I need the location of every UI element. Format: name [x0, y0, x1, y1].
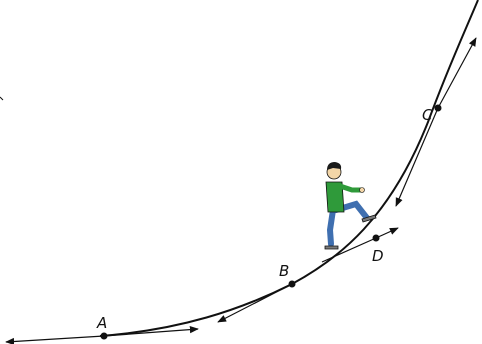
- tangent-arrow-d: [375, 227, 399, 239]
- person-climbing-icon: [324, 162, 377, 250]
- point-d-dot: [372, 234, 380, 242]
- point-b-dot: [288, 280, 296, 288]
- tangent-arrow-c-down: [395, 107, 439, 207]
- tangent-arrow-b: [217, 283, 293, 323]
- point-c-dot: [434, 104, 442, 112]
- tangent-arrow-c-up: [437, 37, 477, 109]
- tangent-arrow-a-left: [5, 335, 105, 344]
- tangent-line-d-tail: [321, 237, 377, 263]
- point-a-dot: [100, 332, 108, 340]
- point-d-label: D: [372, 247, 384, 265]
- edge-tick-mark: [0, 96, 4, 101]
- point-a-label: A: [96, 314, 107, 332]
- hill-curve: [99, 0, 479, 337]
- tangent-arrow-a-right: [103, 326, 199, 337]
- point-c-label: C: [422, 106, 433, 124]
- point-b-label: B: [279, 262, 289, 280]
